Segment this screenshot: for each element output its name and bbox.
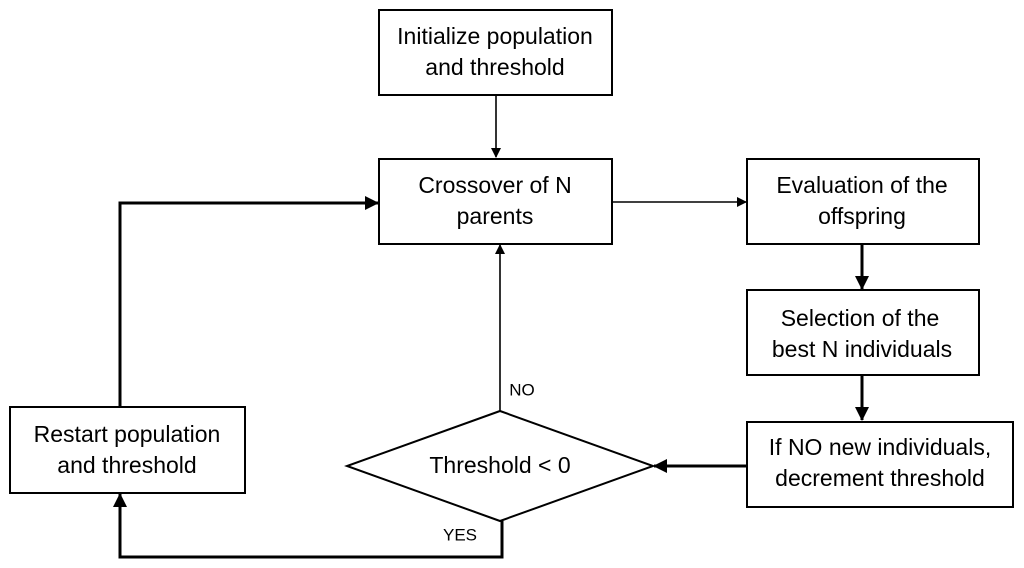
node-decrement: If NO new individuals, decrement thresho… (746, 421, 1014, 508)
edge-restart-to-crossover (118, 196, 379, 407)
node-evaluation: Evaluation of the offspring (746, 158, 980, 245)
node-decision: Threshold < 0 (344, 409, 656, 523)
node-decrement-line1: If NO new individuals, (769, 434, 991, 460)
node-initialize-line1: Initialize population (397, 23, 593, 49)
node-decrement-line2: decrement threshold (775, 465, 985, 491)
edge-decision-yes-to-restart (113, 493, 504, 559)
node-selection: Selection of the best N individuals (746, 289, 980, 376)
node-crossover-line1: Crossover of N (418, 172, 571, 198)
node-decision-label: Threshold < 0 (429, 452, 570, 478)
node-restart: Restart population and threshold (9, 406, 246, 494)
node-restart-line2: and threshold (57, 452, 196, 478)
node-crossover: Crossover of N parents (378, 158, 613, 245)
node-initialize: Initialize population and threshold (378, 9, 613, 96)
edge-label-yes: YES (443, 525, 477, 544)
node-selection-line2: best N individuals (772, 336, 952, 362)
node-crossover-line2: parents (457, 203, 534, 229)
edge-label-no: NO (509, 380, 535, 399)
node-restart-line1: Restart population (34, 421, 221, 447)
node-initialize-line2: and threshold (425, 54, 564, 80)
node-selection-line1: Selection of the (781, 305, 940, 331)
node-evaluation-line1: Evaluation of the (776, 172, 947, 198)
node-evaluation-line2: offspring (818, 203, 906, 229)
